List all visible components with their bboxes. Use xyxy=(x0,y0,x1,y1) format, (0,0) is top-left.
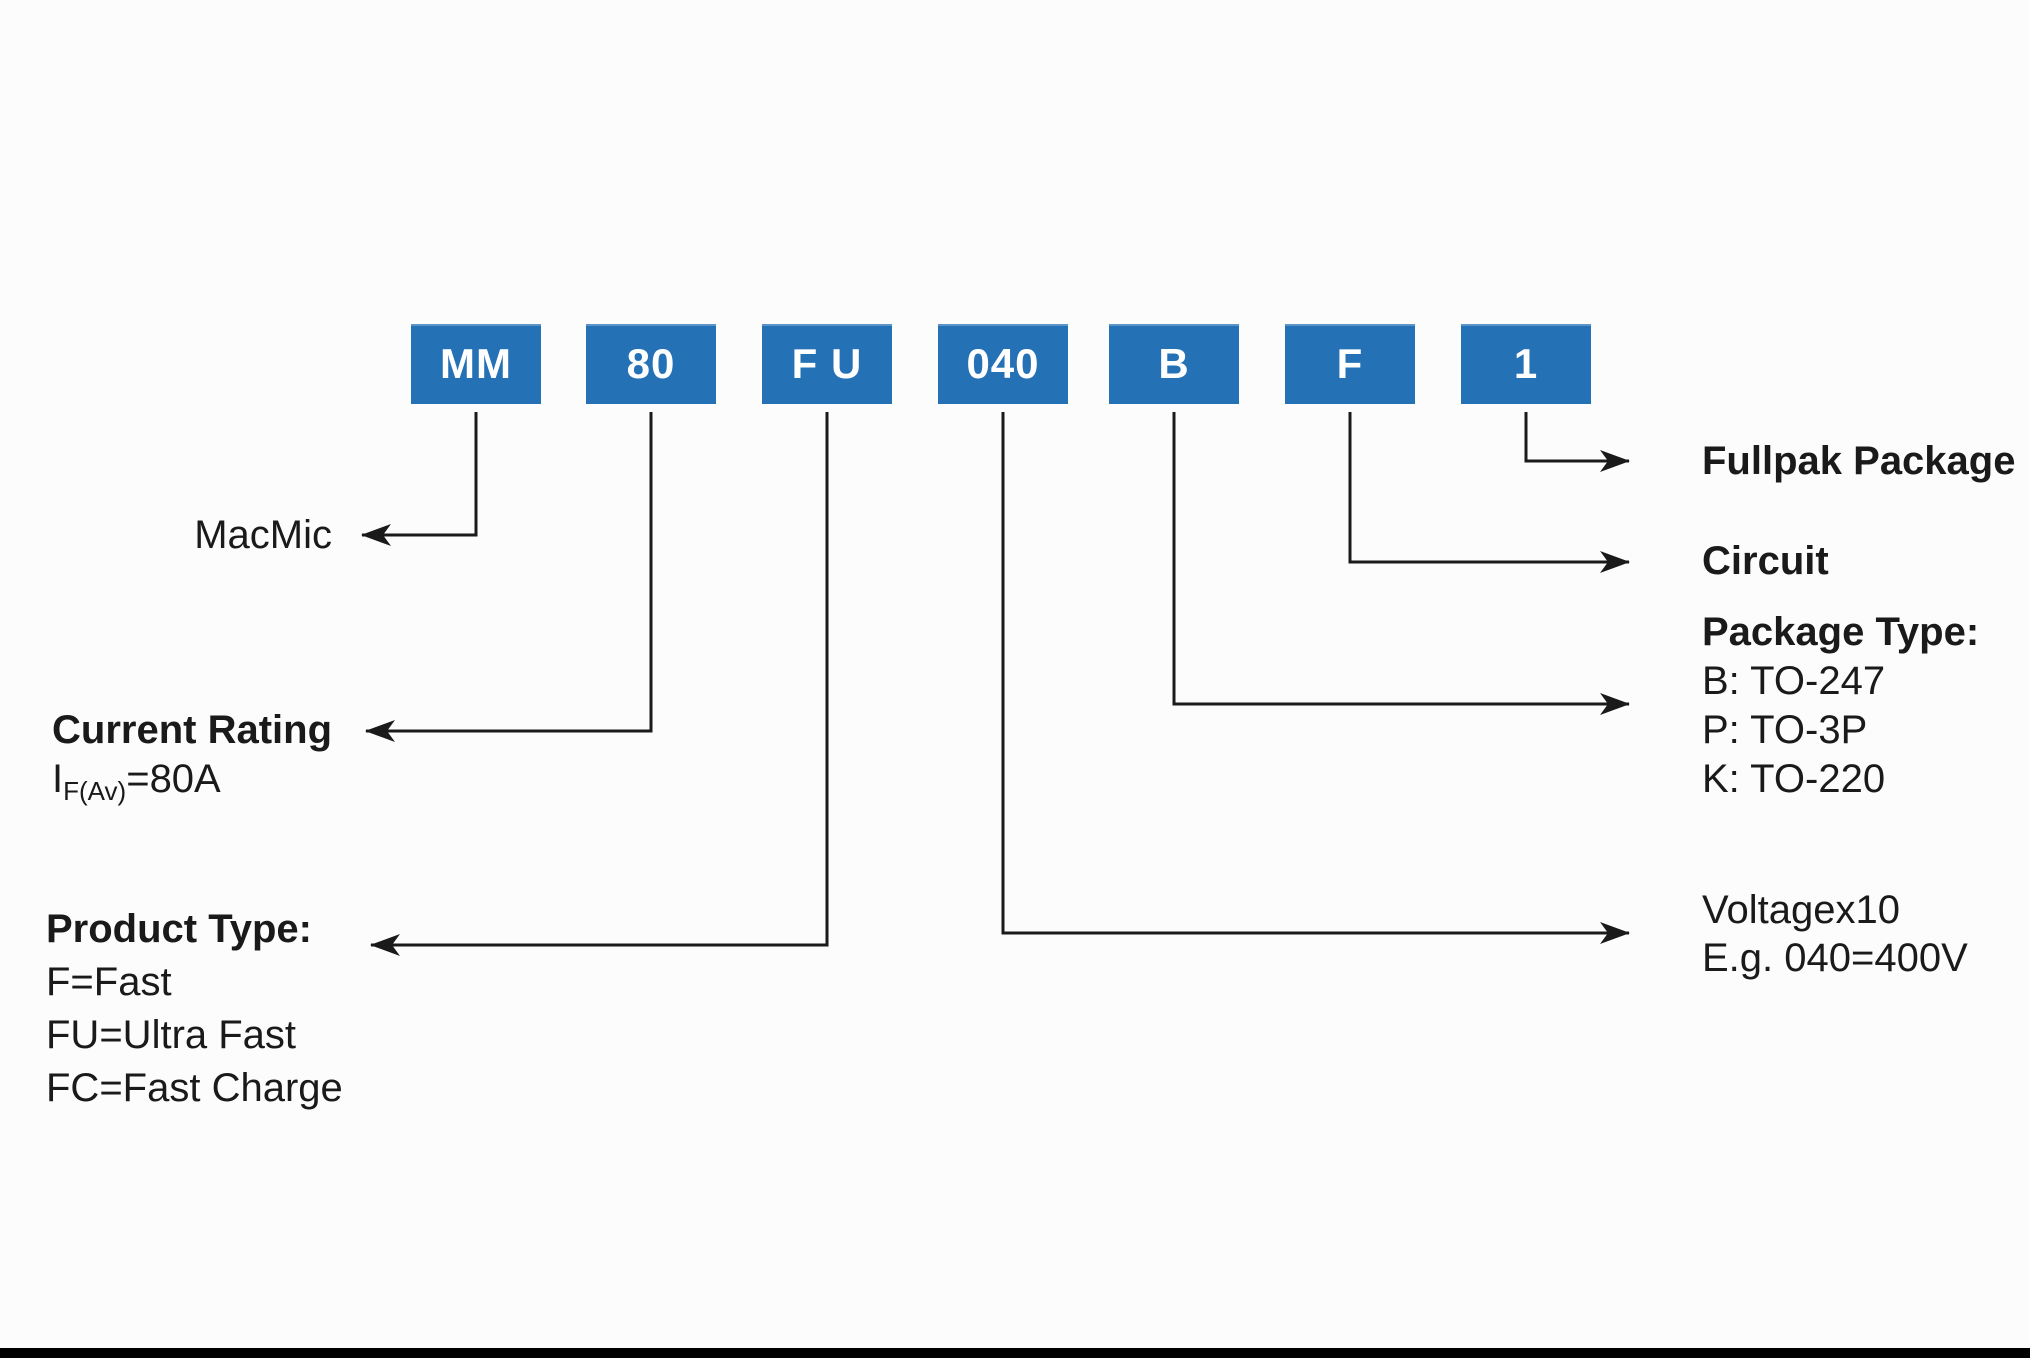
current-symbol-value: =80A xyxy=(126,757,221,801)
voltage-line2: E.g. 040=400V xyxy=(1702,936,1968,980)
code-box-f: F xyxy=(1285,324,1415,404)
connector-f-to-circuit xyxy=(1348,412,1630,573)
connector-80-to-current-rating xyxy=(365,412,653,742)
product-type-title: Product Type: xyxy=(46,907,312,951)
current-symbol-base: I xyxy=(52,757,64,801)
package-type-option-b: B: TO-247 xyxy=(1702,659,1886,703)
current-rating-title: Current Rating xyxy=(52,708,332,752)
connector-040-to-voltage xyxy=(1001,412,1630,944)
package-type-title: Package Type: xyxy=(1702,610,1980,654)
bottom-border-bar xyxy=(0,1348,2030,1358)
label-circuit: Circuit xyxy=(1702,539,1829,583)
code-box-b: B xyxy=(1109,324,1239,404)
code-box-80: 80 xyxy=(586,324,716,404)
package-type-option-k: K: TO-220 xyxy=(1702,757,1886,801)
connector-b-to-package-type xyxy=(1172,412,1630,715)
connector-1-to-fullpak xyxy=(1524,412,1630,472)
label-macmic: MacMic xyxy=(194,513,332,557)
label-fullpak-package: Fullpak Package xyxy=(1702,439,2016,483)
product-type-option-fc: FC=Fast Charge xyxy=(46,1066,343,1110)
current-rating-value: IF(Av)=80A xyxy=(52,755,332,804)
connector-mm-to-macmic xyxy=(361,412,478,546)
package-type-option-p: P: TO-3P xyxy=(1702,708,1868,752)
label-product-type: Product Type: F=Fast FU=Ultra Fast FC=Fa… xyxy=(46,903,343,1115)
label-package-type: Package Type: B: TO-247 P: TO-3P K: TO-2… xyxy=(1702,608,1979,804)
label-current-rating: Current Rating IF(Av)=80A xyxy=(52,706,332,804)
code-box-mm: MM xyxy=(411,324,541,404)
code-box-040: 040 xyxy=(938,324,1068,404)
voltage-line1: Voltagex10 xyxy=(1702,888,1900,932)
label-voltage: Voltagex10 E.g. 040=400V xyxy=(1702,886,1968,982)
product-type-option-f: F=Fast xyxy=(46,960,172,1004)
code-box-1: 1 xyxy=(1461,324,1591,404)
product-type-option-fu: FU=Ultra Fast xyxy=(46,1013,297,1057)
code-box-fu: F U xyxy=(762,324,892,404)
connector-fu-to-product-type xyxy=(370,412,829,956)
current-symbol-subscript: F(Av) xyxy=(63,776,127,806)
